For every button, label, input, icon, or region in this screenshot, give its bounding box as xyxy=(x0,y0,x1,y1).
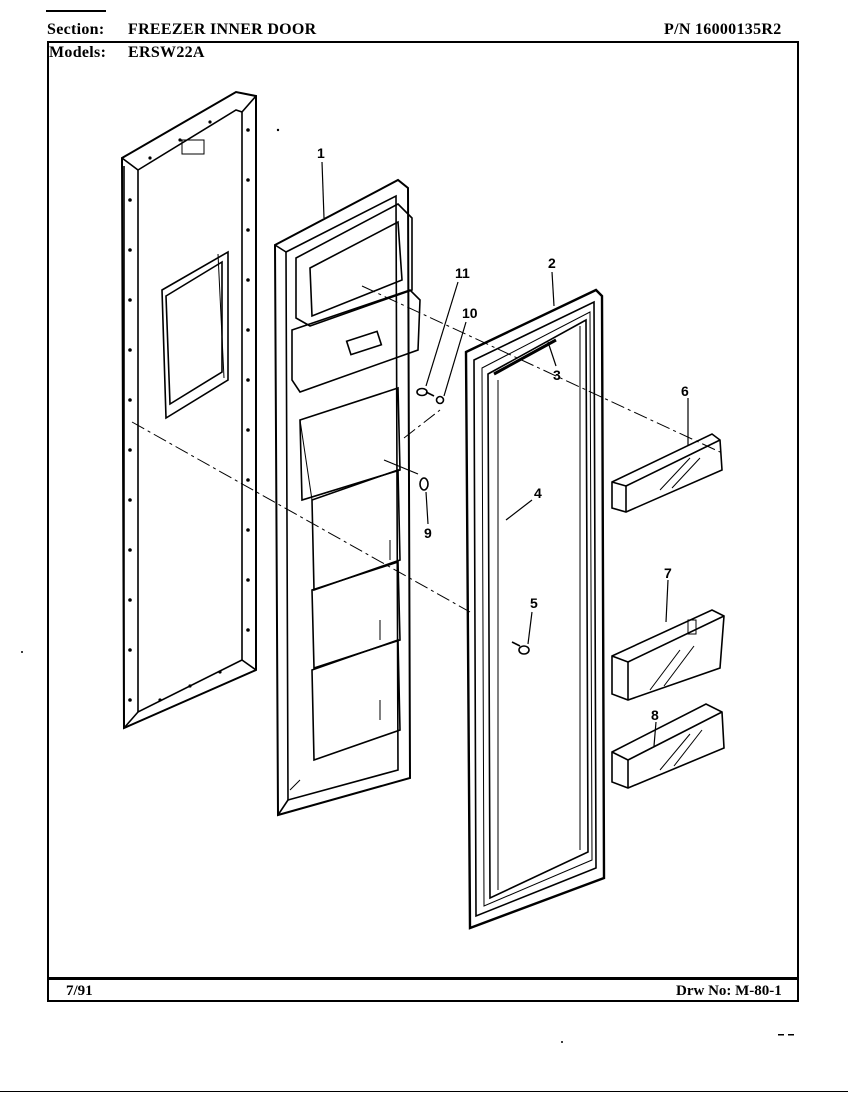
callout-8: 8 xyxy=(651,707,659,723)
door-gasket-frame xyxy=(464,288,606,930)
door-bin-8 xyxy=(611,703,725,789)
assembly-lines xyxy=(131,285,721,613)
washer-10 xyxy=(435,395,445,405)
door-bin-7 xyxy=(611,609,725,701)
callout-6: 6 xyxy=(681,383,689,399)
callout-2: 2 xyxy=(548,255,556,271)
callout-3: 3 xyxy=(553,367,561,383)
callout-11: 11 xyxy=(455,265,470,281)
part-number: P/N 16000135R2 xyxy=(664,21,782,38)
models-label: Models: xyxy=(49,44,107,61)
fastener-5 xyxy=(511,641,530,655)
inner-door-liner xyxy=(273,178,421,817)
footer-box xyxy=(47,978,799,1002)
drawing-number: Drw No: M-80-1 xyxy=(676,983,782,999)
callout-1: 1 xyxy=(317,145,325,161)
section-label: Section: xyxy=(47,21,105,38)
plug-9 xyxy=(419,477,429,491)
screw-11 xyxy=(416,387,435,397)
models-value: ERSW22A xyxy=(128,44,205,61)
bottom-edge-rule xyxy=(0,1091,848,1092)
callout-7: 7 xyxy=(664,565,672,581)
door-bin-6 xyxy=(611,433,723,513)
drawing-date: 7/91 xyxy=(66,983,93,999)
callout-4: 4 xyxy=(534,485,542,501)
outer-door-panel xyxy=(120,90,257,730)
leader-lines xyxy=(321,161,689,747)
callout-9: 9 xyxy=(424,525,432,541)
scan-specks xyxy=(21,128,794,1043)
callout-10: 10 xyxy=(462,305,478,321)
top-edge-rule xyxy=(46,10,106,12)
section-title: FREEZER INNER DOOR xyxy=(128,21,317,38)
callout-5: 5 xyxy=(530,595,538,611)
